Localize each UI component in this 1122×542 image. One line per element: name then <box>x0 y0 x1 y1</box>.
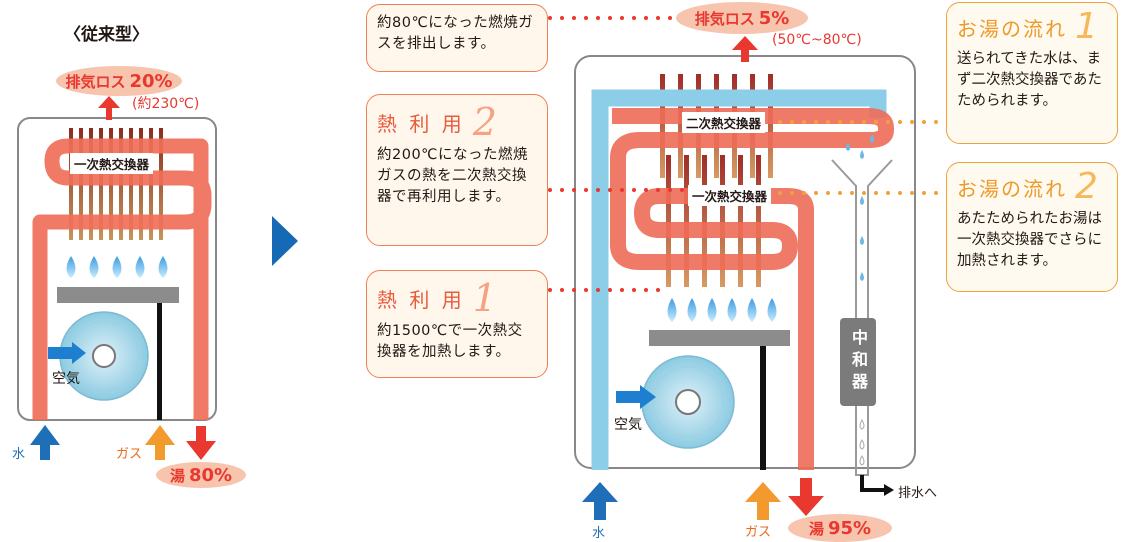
callout-heat2-title: 熱 利 用 <box>377 111 465 136</box>
right-water-pipe <box>610 108 894 470</box>
left-exhaust-arrow <box>98 96 120 120</box>
callout-heat2-heading: 熱 利 用 2 <box>377 103 537 141</box>
left-burner-flames <box>66 256 168 278</box>
callout-exhaust-body: 約80℃になった燃焼ガスを排出します。 <box>377 15 534 52</box>
right-exhaust-arrow <box>732 36 758 62</box>
right-air-arrow <box>616 385 656 409</box>
right-secondary-exchanger-label: 二次熱交換器 <box>682 112 766 133</box>
drain-line <box>860 475 884 492</box>
callout-heat1-number: 1 <box>472 276 500 320</box>
right-burner-flames <box>667 298 777 322</box>
right-water-label: 水 <box>592 526 606 541</box>
callout-flow1-number: 1 <box>1075 6 1100 47</box>
right-water-arrow <box>582 482 618 520</box>
right-gas-arrow <box>745 482 781 520</box>
right-hot-arrow <box>788 478 824 516</box>
left-exhaust-pill: 排気ロス 20% <box>56 66 182 96</box>
left-water-label: 水 <box>12 447 26 462</box>
right-fan <box>641 355 735 449</box>
right-exhaust-value: 5% <box>758 7 790 29</box>
left-exhaust-value: 20% <box>129 70 173 92</box>
callout-flow2-body: あたためられたお湯は一次熱交換器でさらに加熱されます。 <box>957 211 1102 269</box>
left-gas-arrow <box>145 425 175 460</box>
right-air-label: 空気 <box>614 417 642 433</box>
left-exhaust-label: 排気ロス <box>65 72 126 91</box>
right-hot-label: 湯 <box>808 519 824 538</box>
right-primary-rods <box>666 155 761 287</box>
callout-heat1-title: 熱 利 用 <box>377 287 465 312</box>
callout-flow2-number: 2 <box>1075 166 1100 207</box>
callout-flow2-heading: お湯の流れ 2 <box>957 169 1107 205</box>
left-air-label: 空気 <box>52 371 80 387</box>
left-hot-value: 80% <box>188 464 233 486</box>
left-hot-pill: 湯 80% <box>156 462 246 488</box>
callout-flow1-heading: お湯の流れ 1 <box>957 9 1107 45</box>
callout-flow1-title: お湯の流れ <box>957 16 1067 41</box>
left-title: 〈従来型〉 <box>64 25 149 45</box>
callout-heat2-number: 2 <box>472 100 500 144</box>
callout-flow-2: お湯の流れ 2 あたためられたお湯は一次熱交換器でさらに加熱されます。 <box>946 162 1118 292</box>
play-arrow-icon <box>272 216 298 266</box>
left-hot-label: 湯 <box>169 466 185 485</box>
callout-heat1-heading: 熱 利 用 1 <box>377 279 537 317</box>
left-exhaust-temp: (約230℃) <box>132 96 200 112</box>
callout-heat-use-1: 熱 利 用 1 約1500℃で一次熱交換器を加熱します。 <box>366 270 548 378</box>
callout-heat1-body: 約1500℃で一次熱交換器を加熱します。 <box>377 323 523 360</box>
right-inlet-pipe <box>591 89 887 470</box>
callout-heat-use-2: 熱 利 用 2 約200℃になった燃焼ガスの熱を二次熱交換器で再利用します。 <box>366 94 548 246</box>
right-exhaust-temp: (50℃~80℃) <box>772 32 862 48</box>
right-primary-exchanger-label: 一次熱交換器 <box>688 185 772 206</box>
left-gas-label: ガス <box>116 447 143 462</box>
condensate-drops <box>846 134 874 281</box>
callout-flow-1: お湯の流れ 1 送られてきた水は、まず二次熱交換器であたためられます。 <box>946 2 1118 144</box>
right-gas-label: ガス <box>745 525 772 540</box>
drain-arrow-icon <box>884 484 894 496</box>
left-gas-line <box>157 303 162 420</box>
left-water-arrow <box>30 425 60 460</box>
right-exhaust-label: 排気ロス <box>694 9 755 28</box>
left-burner <box>57 287 179 303</box>
left-exchanger-label: 一次熱交換器 <box>70 153 154 174</box>
right-hot-value: 95% <box>827 517 872 539</box>
right-burner <box>649 330 790 346</box>
callout-exhaust-note: 約80℃になった燃焼ガスを排出します。 <box>366 4 548 72</box>
left-hot-arrow <box>186 426 216 460</box>
callout-heat2-body: 約200℃になった燃焼ガスの熱を二次熱交換器で再利用します。 <box>377 147 528 205</box>
callout-flow2-title: お湯の流れ <box>957 176 1067 201</box>
left-water-pipe <box>32 138 212 420</box>
drain-label: 排水へ <box>898 486 938 501</box>
drain-drops <box>859 418 865 466</box>
right-exhaust-pill: 排気ロス 5% <box>676 2 808 34</box>
callout-flow1-body: 送られてきた水は、まず二次熱交換器であたためられます。 <box>957 51 1102 109</box>
neutralizer: 中和器 <box>840 318 876 406</box>
right-gas-line <box>760 346 766 470</box>
right-hot-pill: 湯 95% <box>788 514 892 542</box>
left-air-arrow <box>48 342 86 364</box>
